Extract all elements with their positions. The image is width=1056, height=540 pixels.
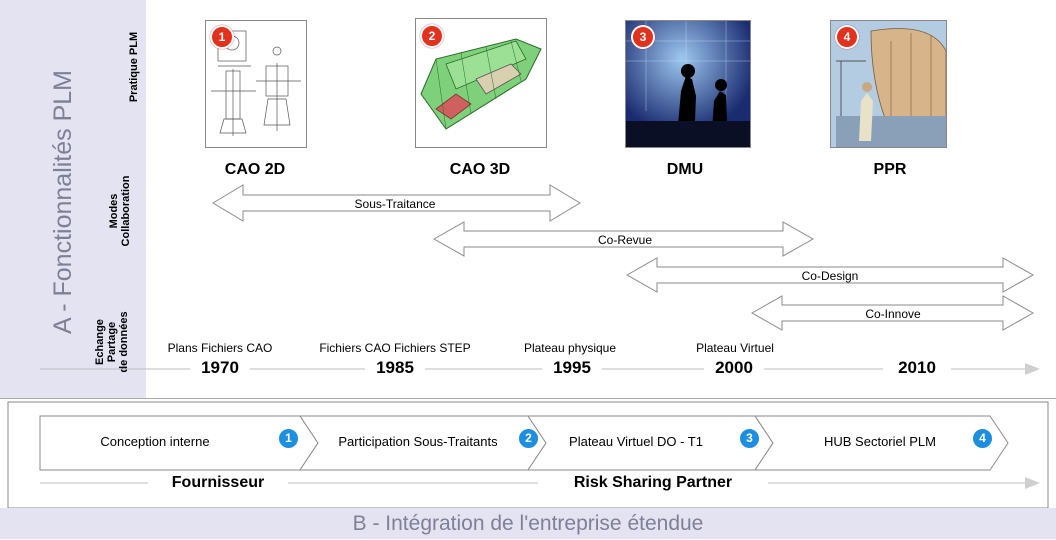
milestone-2000: Plateau Virtuel <box>696 341 774 355</box>
year-1995: 1995 <box>542 358 602 378</box>
era-badge-3: 3 <box>631 25 655 49</box>
step-badge-2: 2 <box>518 428 539 449</box>
integration-chevrons <box>7 401 1049 509</box>
milestone-1985: Fichiers CAO Fichiers STEP <box>319 341 471 355</box>
year-2000: 2000 <box>704 358 764 378</box>
chevron-step-4 <box>754 415 1009 471</box>
arrow-label-co-revue: Co-Revue <box>597 233 653 247</box>
collaboration-arrows <box>40 184 1040 375</box>
role-fournisseur: Fournisseur <box>148 474 288 492</box>
role-risk-sharing-partner: Risk Sharing Partner <box>538 474 768 492</box>
milestone-1995: Plateau physique <box>523 341 617 355</box>
arrow-label-co-innove: Co-Innove <box>865 307 921 321</box>
era-label-ppr: PPR <box>873 161 907 178</box>
step-badge-1: 1 <box>278 428 299 449</box>
timeline-b-arrowhead <box>1025 477 1040 489</box>
step-label-participation: Participation Sous-Traitants <box>338 434 498 449</box>
milestone-1970: Plans Fichiers CAO <box>167 341 273 355</box>
era-label-dmu: DMU <box>666 161 704 178</box>
era-label-cao-3d: CAO 3D <box>449 161 511 178</box>
step-badge-4: 4 <box>972 428 993 449</box>
section-divider <box>0 398 1056 399</box>
arrow-co-revue <box>432 221 815 257</box>
section-b-title: B - Intégration de l'entreprise étendue <box>352 512 704 535</box>
step-badge-3: 3 <box>739 428 760 449</box>
section-a-sidebar <box>0 0 146 398</box>
step-label-conception-interne: Conception interne <box>100 434 210 449</box>
era-badge-1: 1 <box>210 25 234 49</box>
step-label-hub-sectoriel: HUB Sectoriel PLM <box>824 434 936 449</box>
year-1970: 1970 <box>190 358 250 378</box>
step-label-plateau-virtuel: Plateau Virtuel DO - T1 <box>569 434 703 449</box>
arrow-co-innove <box>750 295 1035 331</box>
era-badge-2: 2 <box>420 24 444 48</box>
section-b-title-bar <box>0 508 1056 539</box>
era-label-cao-2d: CAO 2D <box>224 161 286 178</box>
year-2010: 2010 <box>883 358 951 378</box>
arrow-label-sous-traitance: Sous-Traitance <box>354 197 436 211</box>
era-badge-4: 4 <box>835 25 859 49</box>
arrow-sous-traitance <box>212 184 581 222</box>
timeline-a-arrowhead <box>1025 363 1040 375</box>
arrow-co-design <box>625 257 1035 293</box>
year-1985: 1985 <box>365 358 425 378</box>
arrow-label-co-design: Co-Design <box>801 269 859 283</box>
